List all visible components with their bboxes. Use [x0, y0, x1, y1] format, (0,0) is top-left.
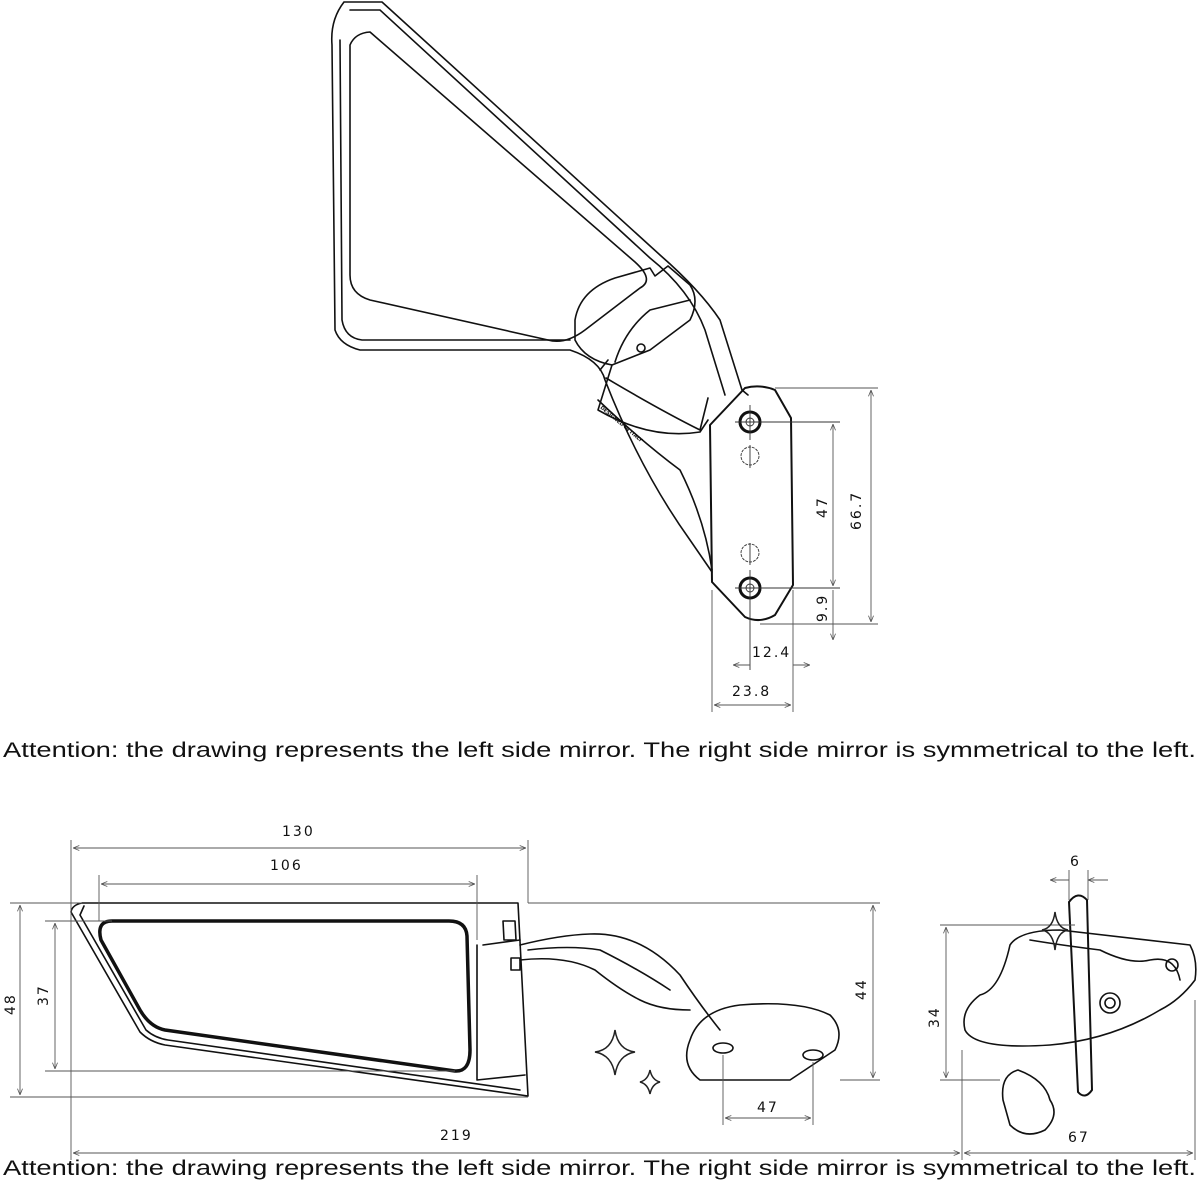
dim-66-7: 66.7: [849, 491, 865, 530]
mount-plate: [709, 385, 794, 621]
mirror-glass-outline: [349, 31, 648, 343]
mount-holes: [735, 405, 840, 670]
dim-106: 106: [270, 858, 303, 874]
dim-67: 67: [1068, 1130, 1090, 1146]
mount-bar: [1068, 894, 1093, 1097]
screw-hole: [636, 343, 646, 353]
mirror-outer-outline: [330, 1, 749, 573]
side-housing-detail: [1029, 939, 1181, 981]
side-tab: [1165, 958, 1179, 972]
dim-37: 37: [36, 984, 52, 1006]
dim-12-4: 12.4: [752, 645, 791, 661]
attention-note-top: Attention: the drawing represents the le…: [3, 739, 1196, 762]
housing-inner-edge: [79, 905, 521, 1091]
arm-stem: [519, 933, 721, 1031]
glove-icon: [1001, 1069, 1055, 1135]
sparkle-icon: [639, 1069, 661, 1095]
mount-hole: [712, 1042, 734, 1054]
arm-lower: [597, 377, 713, 571]
housing-tabs: [476, 920, 526, 1081]
housing-outline: [70, 902, 529, 1097]
mount-hole: [802, 1049, 824, 1061]
sparkle-icon: [1041, 911, 1069, 951]
dim-130: 130: [282, 824, 315, 840]
attention-note-bottom: Attention: the drawing represents the le…: [3, 1157, 1196, 1180]
hinge-joint: [574, 265, 709, 435]
dim-48: 48: [3, 993, 19, 1015]
mirror-front-view: DESIGNED IN ITALY 66.7 47 9.9 12.4 23.8: [330, 1, 878, 712]
dim-34: 34: [927, 1006, 943, 1028]
engraving-text: DESIGNED IN ITALY: [599, 405, 644, 444]
dim-219: 219: [440, 1128, 473, 1144]
dim-44: 44: [854, 978, 870, 1000]
top-dimensions: 66.7 47 9.9 12.4 23.8: [711, 387, 878, 712]
watermark-sparkles: [594, 911, 1069, 1095]
pivot-bolt-center: [1104, 997, 1116, 1009]
mirror-inner-outline: [339, 9, 726, 396]
sparkle-icon: [594, 1029, 636, 1076]
bottom-dimensions: 130 106 48 37 219 44 34 47 6 67: [3, 824, 1196, 1160]
side-housing: [963, 929, 1197, 1047]
dim-9-9: 9.9: [815, 594, 831, 622]
dim-6: 6: [1070, 854, 1081, 870]
glass-window: [98, 919, 472, 1073]
dim-47: 47: [815, 496, 831, 518]
arm-mount-foot: [685, 1002, 840, 1081]
pivot-bolt: [1099, 992, 1121, 1014]
dim-47-bottom: 47: [757, 1100, 779, 1116]
mirror-top-view: [70, 902, 840, 1097]
mirror-side-view: [963, 894, 1197, 1135]
dim-23-8: 23.8: [732, 684, 771, 700]
